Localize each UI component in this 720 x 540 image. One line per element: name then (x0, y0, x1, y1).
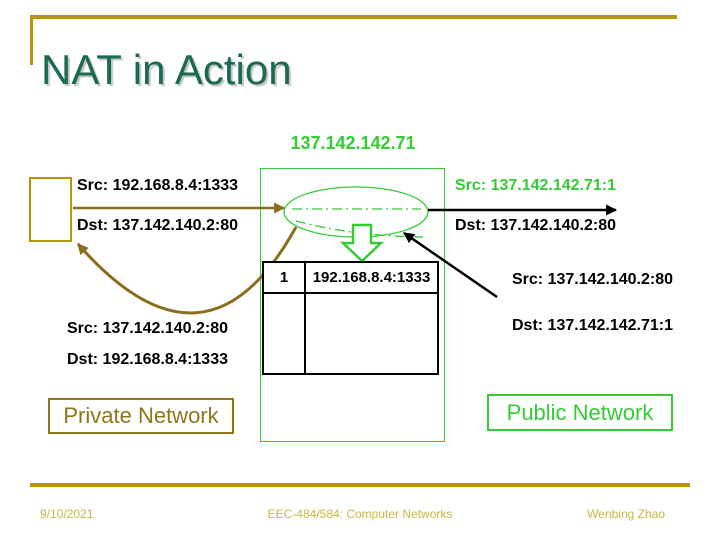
private-outgoing-src-label: Src: 192.168.8.4:1333 (77, 177, 239, 194)
footer-rule (30, 483, 690, 487)
private-network-label: Private Network (63, 403, 219, 428)
nat-translation-table: 1 192.168.8.4:1333 (262, 261, 439, 375)
private-incoming-dst-label: Dst: 192.168.8.4:1333 (67, 351, 228, 368)
private-network-label-box: Private Network (48, 398, 234, 434)
footer-course: EEC-484/584: Computer Networks (267, 507, 453, 521)
slide-title: NAT in Action (41, 46, 292, 93)
nat-table-empty-address-cell (306, 294, 437, 373)
title-accent-line (30, 15, 33, 65)
nat-table-empty-port-cell (264, 294, 306, 373)
private-host-box (29, 177, 72, 242)
top-accent-line (30, 15, 677, 19)
public-network-label: Public Network (506, 399, 654, 425)
public-network-label-box: Public Network (487, 394, 673, 431)
public-incoming-dst-label: Dst: 137.142.142.71:1 (512, 317, 673, 334)
public-incoming-src-label: Src: 137.142.140.2:80 (512, 271, 674, 288)
footer-author: Wenbing Zhao (587, 507, 665, 521)
public-outgoing-dst-label: Dst: 137.142.140.2:80 (455, 217, 616, 234)
private-outgoing-dst-label: Dst: 137.142.140.2:80 (77, 217, 238, 234)
nat-table-port-cell: 1 (264, 263, 306, 294)
public-outgoing-src-label: Src: 137.142.142.71:1 (455, 177, 617, 194)
nat-public-ip-label: 137.142.142.71 (290, 133, 416, 153)
nat-table-address-cell: 192.168.8.4:1333 (306, 263, 437, 294)
private-incoming-src-label: Src: 137.142.140.2:80 (67, 320, 229, 337)
footer-date: 9/10/2021 (40, 507, 94, 521)
